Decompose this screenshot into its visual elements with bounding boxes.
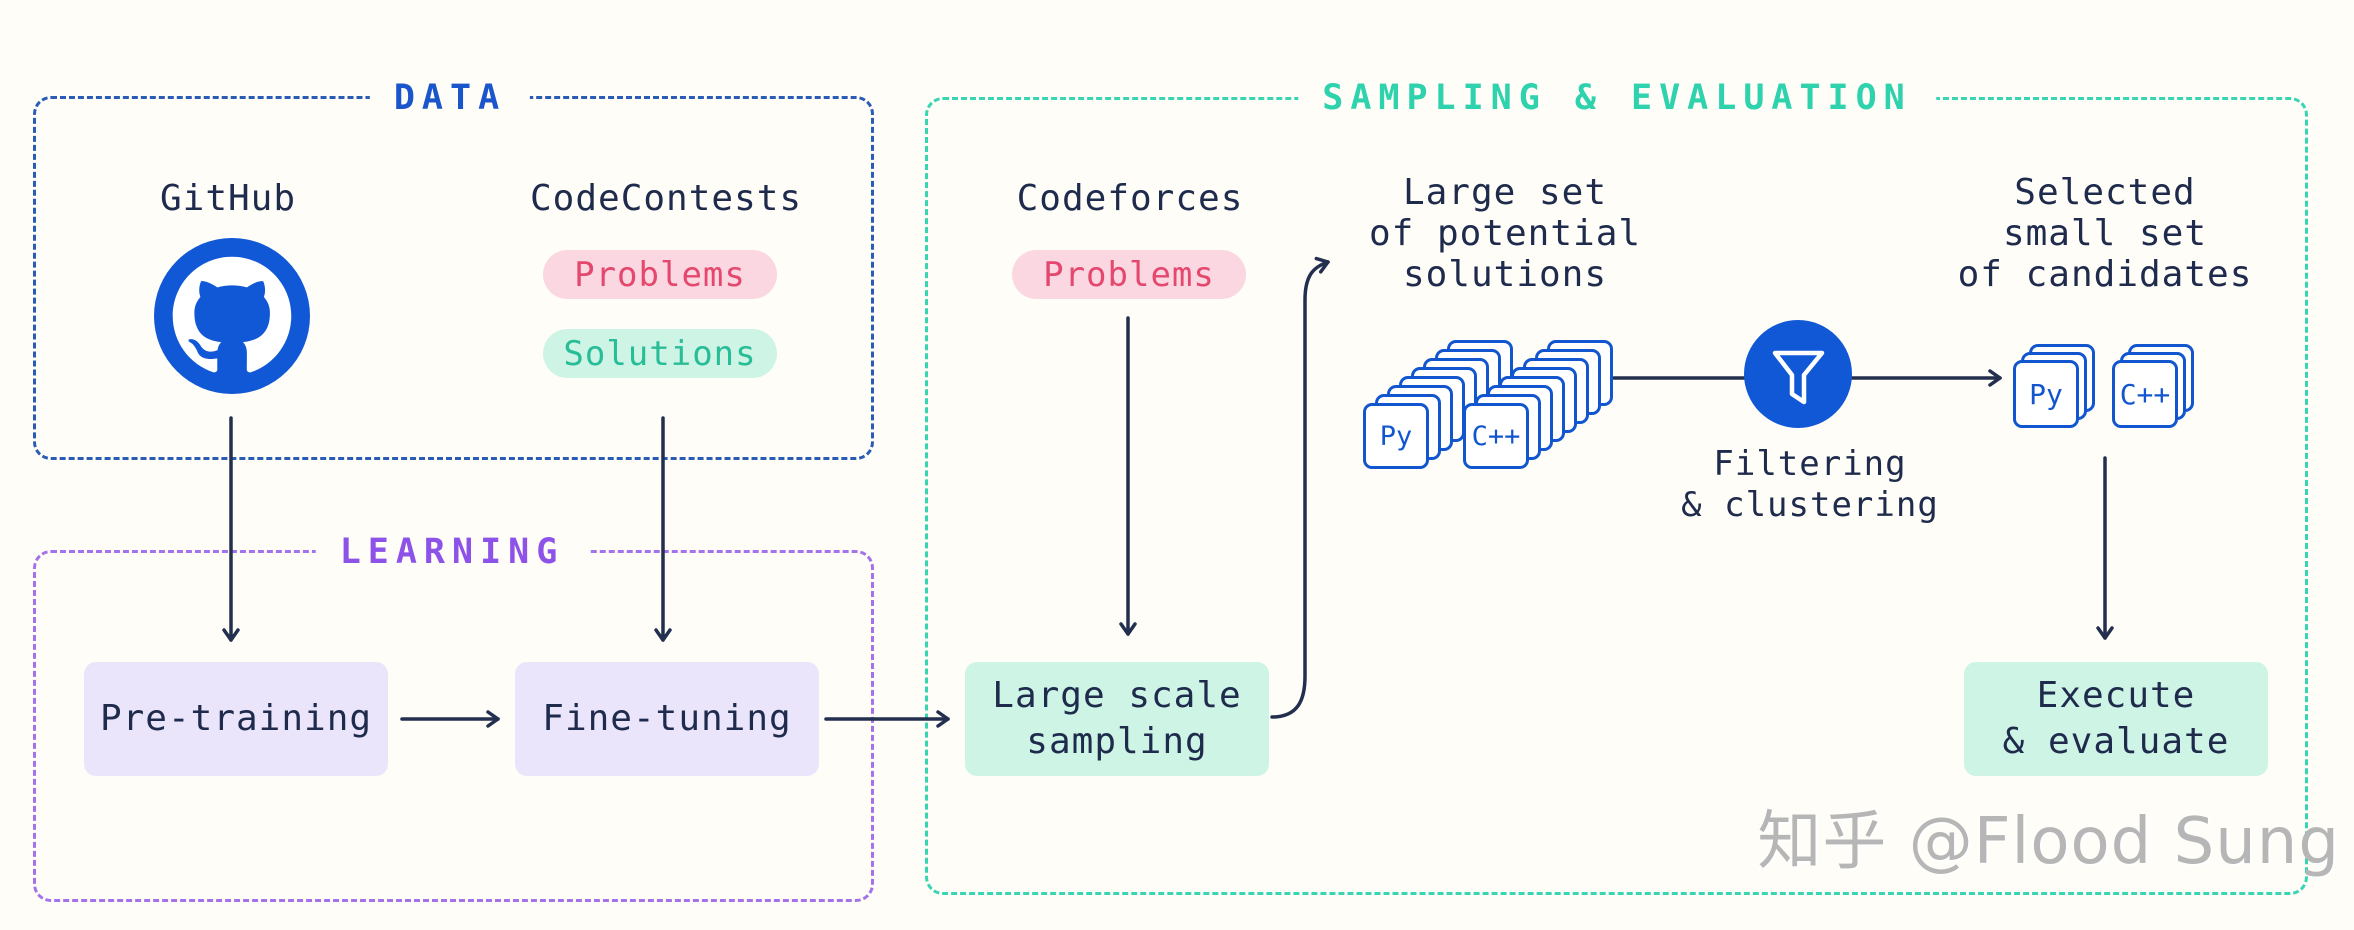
selected-cpp-candidates-stack: C++ xyxy=(2112,344,2202,434)
filtering-clustering-caption: Filtering & clustering xyxy=(1681,444,1939,525)
sampling-section-title: SAMPLING & EVALUATION xyxy=(1298,78,1936,118)
filter-funnel-icon xyxy=(1744,320,1852,428)
code-card: C++ xyxy=(2112,360,2178,428)
selected-python-candidates-stack: Py xyxy=(2013,344,2103,434)
data-section-title: DATA xyxy=(369,78,531,118)
codecontests-label: CodeContests xyxy=(530,178,803,219)
code-card: Py xyxy=(2013,360,2079,428)
zhihu-watermark: 知乎 @Flood Sung xyxy=(1757,805,2340,879)
large-set-caption: Large set of potential solutions xyxy=(1368,172,1642,295)
code-card: Py xyxy=(1363,403,1429,469)
github-label: GitHub xyxy=(159,178,297,219)
large-scale-sampling-step: Large scale sampling xyxy=(965,662,1269,776)
codeforces-label: Codeforces xyxy=(1016,178,1244,219)
execute-evaluate-step: Execute & evaluate xyxy=(1964,662,2268,776)
large-cpp-solutions-stack: C++ xyxy=(1463,340,1623,480)
codeforces-problems-badge: Problems xyxy=(1012,250,1246,299)
code-card: C++ xyxy=(1463,403,1529,469)
codecontests-solutions-badge: Solutions xyxy=(543,329,777,378)
learning-section-title: LEARNING xyxy=(315,532,589,572)
github-octocat-icon xyxy=(154,238,310,394)
pretraining-step: Pre-training xyxy=(84,662,388,776)
codecontests-problems-badge: Problems xyxy=(543,250,777,299)
finetuning-step: Fine-tuning xyxy=(515,662,819,776)
selected-set-caption: Selected small set of candidates xyxy=(1957,172,2253,295)
